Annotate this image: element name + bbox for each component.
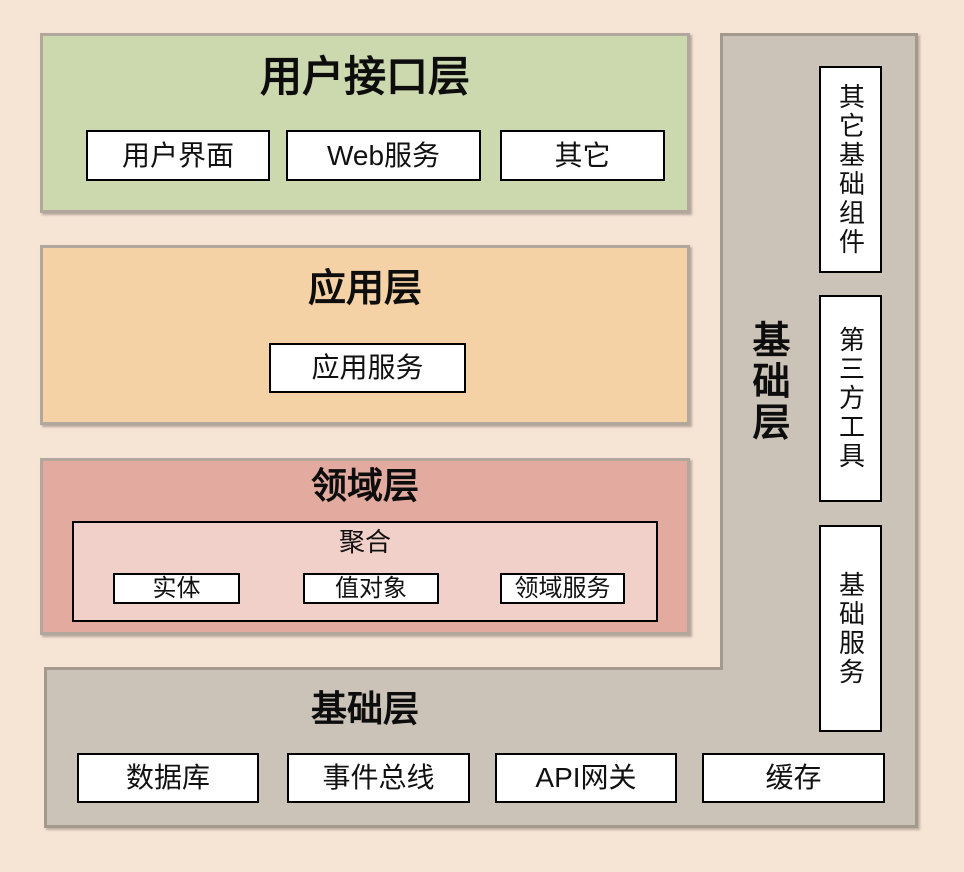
- box-other-infra-components: 其它基础组件: [819, 66, 882, 273]
- box-basic-services: 基础服务: [819, 525, 882, 732]
- box-other: 其它: [500, 130, 665, 181]
- aggregate-title: 聚合: [338, 527, 391, 557]
- box-web-service: Web服务: [286, 130, 481, 181]
- aggregate-container: 聚合 实体 值对象 领域服务: [72, 521, 658, 622]
- user-interface-layer-title: 用户接口层: [259, 53, 470, 100]
- box-third-party-tools: 第三方工具: [819, 295, 882, 502]
- infrastructure-right-title: 基础层: [746, 320, 788, 443]
- box-value-object: 值对象: [303, 573, 439, 604]
- box-user-interface: 用户界面: [86, 130, 270, 181]
- box-api-gateway: API网关: [495, 753, 677, 803]
- box-entity: 实体: [113, 573, 240, 604]
- box-database: 数据库: [77, 753, 259, 803]
- layer-application: 应用层 应用服务: [40, 245, 690, 425]
- box-application-service: 应用服务: [269, 343, 466, 393]
- application-layer-title: 应用层: [307, 268, 422, 310]
- layer-user-interface: 用户接口层 用户界面 Web服务 其它: [40, 33, 690, 213]
- box-event-bus: 事件总线: [287, 753, 470, 803]
- domain-layer-title: 领域层: [310, 465, 419, 506]
- infrastructure-bottom-title: 基础层: [310, 688, 419, 729]
- layer-domain: 领域层 聚合 实体 值对象 领域服务: [40, 458, 690, 635]
- box-domain-service: 领域服务: [500, 573, 625, 604]
- box-cache: 缓存: [702, 753, 885, 803]
